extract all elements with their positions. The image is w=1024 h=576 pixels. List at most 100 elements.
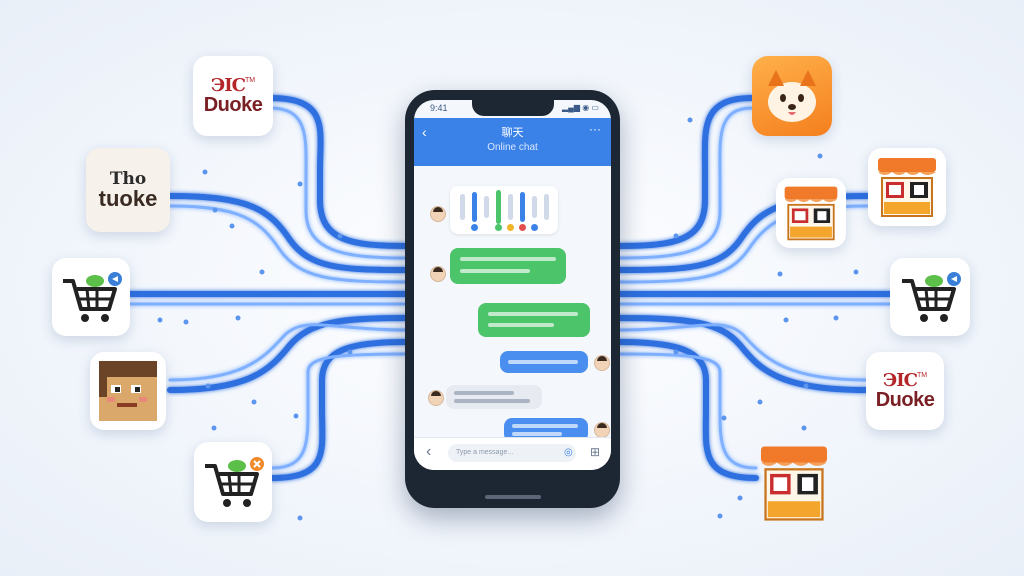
glow-dot <box>157 317 163 323</box>
glow-dot <box>183 319 189 325</box>
avatar <box>428 390 444 406</box>
chat-header: ‹ 聊天 Online chat ··· <box>414 118 611 166</box>
fox-app-tile[interactable] <box>752 56 832 136</box>
connection-line <box>268 106 407 260</box>
message-bubble-outgoing <box>478 303 590 337</box>
microphone-icon[interactable]: ◎ <box>564 447 573 458</box>
phone-notch <box>472 100 554 116</box>
trademark-label: TM <box>244 77 256 84</box>
glow-dot <box>251 399 257 405</box>
phone-screen: 9:41 ▂▄▆ ◉ ▭ ‹ 聊天 Online chat ··· <box>414 100 611 470</box>
pixel-face-icon <box>99 361 157 421</box>
attach-icon[interactable]: ⊞ <box>590 445 601 459</box>
message-bubble-outgoing <box>500 351 588 373</box>
waveform-bar <box>472 192 477 222</box>
trademark-label: TM <box>916 372 928 379</box>
more-options-icon[interactable]: ··· <box>589 122 601 136</box>
waveform-bar <box>544 194 549 220</box>
connection-line <box>267 95 408 249</box>
waveform-bar <box>508 194 513 220</box>
duoke-app-tile-right[interactable]: ЭICTM Duoke <box>866 352 944 430</box>
glow-dot <box>297 515 303 521</box>
tho-logo-mark: Tho <box>109 168 147 189</box>
connection-line <box>618 106 754 260</box>
glow-dot <box>235 315 241 321</box>
duoke-logo-text: Duoke <box>203 94 263 116</box>
voice-message[interactable] <box>450 186 558 234</box>
glow-dot <box>673 349 679 355</box>
status-icons: ▂▄▆ ◉ ▭ <box>562 103 599 112</box>
fox-face-icon <box>768 70 816 122</box>
waveform-dot <box>519 224 526 231</box>
connection-line <box>618 323 868 382</box>
connection-line <box>168 323 407 382</box>
waveform-dot <box>471 224 478 231</box>
glow-dot <box>833 315 839 321</box>
connection-line <box>618 352 758 470</box>
waveform-dot <box>495 224 502 231</box>
shopping-cart-app-tile-right[interactable] <box>890 258 970 336</box>
storefront-icon <box>784 186 838 241</box>
shopping-cart-icon <box>205 457 264 507</box>
glow-dot <box>212 207 218 213</box>
glow-dot <box>717 513 723 519</box>
message-input-bar: ‹ Type a message... ◎ ⊞ <box>414 437 611 470</box>
glow-dot <box>687 117 693 123</box>
message-bubble-incoming <box>450 248 566 284</box>
chat-title: 聊天 <box>501 127 524 139</box>
glow-dot <box>297 181 303 187</box>
avatar <box>594 355 610 371</box>
message-input[interactable]: Type a message... <box>448 444 576 462</box>
smartphone: 9:41 ▂▄▆ ◉ ▭ ‹ 聊天 Online chat ··· <box>405 90 620 508</box>
glow-dot <box>205 383 211 389</box>
glow-dot <box>757 399 763 405</box>
back-icon[interactable]: ‹ <box>422 124 427 140</box>
glow-dot <box>721 415 727 421</box>
connection-line <box>617 95 755 249</box>
tho-duoke-app-tile[interactable]: Tho tuoke <box>86 148 170 232</box>
store-app-tile-1[interactable] <box>868 148 946 226</box>
waveform-dot <box>507 224 514 231</box>
storefront-icon <box>760 446 828 521</box>
connection-line <box>617 339 759 481</box>
pixel-face-app-tile[interactable] <box>90 352 166 430</box>
tho-logo-text: tuoke <box>98 185 158 211</box>
store-app-tile-2[interactable] <box>776 178 846 248</box>
waveform-dot <box>531 224 538 231</box>
duoke-logo-mark: ЭIC <box>210 75 246 96</box>
duoke-logo-text: Duoke <box>875 389 935 411</box>
avatar <box>430 266 446 282</box>
connection-line <box>269 339 408 481</box>
glow-dot <box>211 425 217 431</box>
shopping-cart-app-tile-bottom[interactable] <box>194 442 272 522</box>
connection-line <box>167 193 408 273</box>
glow-dot <box>737 495 743 501</box>
glow-dot <box>817 153 823 159</box>
home-indicator <box>485 495 541 499</box>
waveform-bar <box>520 192 525 222</box>
shopping-cart-icon <box>902 272 961 322</box>
shopping-cart-app-tile-left[interactable] <box>52 258 130 336</box>
shopping-cart-icon <box>63 272 122 322</box>
duoke-logo-mark: ЭIC <box>882 370 918 391</box>
waveform-bar <box>484 196 489 218</box>
connection-line <box>270 352 407 470</box>
glow-dot <box>777 271 783 277</box>
status-time: 9:41 <box>430 103 448 113</box>
connection-line <box>168 204 407 284</box>
store-app-tile-3[interactable] <box>756 442 832 524</box>
glow-dot <box>229 223 235 229</box>
glow-dot <box>202 169 208 175</box>
waveform-bar <box>496 190 501 224</box>
glow-dot <box>293 413 299 419</box>
glow-dot <box>673 233 679 239</box>
glow-dot <box>337 233 343 239</box>
duoke-app-tile-top[interactable]: ЭICTM Duoke <box>193 56 273 136</box>
glow-dot <box>347 349 353 355</box>
message-bubble-incoming <box>446 385 542 409</box>
avatar <box>430 206 446 222</box>
input-back-icon[interactable]: ‹ <box>426 443 432 460</box>
glow-dot <box>803 383 809 389</box>
